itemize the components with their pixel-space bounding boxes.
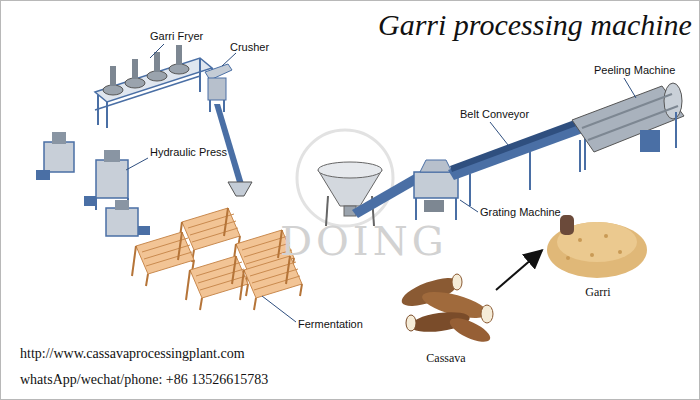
leader-line — [490, 122, 512, 150]
flow-arrow — [496, 250, 542, 290]
node-caption: Garri — [585, 285, 610, 299]
contact-url: http://www.cassavaprocessingplant.com — [20, 346, 245, 362]
part-label: Crusher — [230, 41, 269, 54]
part-label: Garri Fryer — [150, 30, 203, 43]
diagram-title: Garri processing machine — [378, 8, 692, 42]
watermark: DOING — [280, 218, 448, 264]
picture-node: Cassava — [396, 268, 496, 368]
contact-phone: whatsApp/wechat/phone: +86 13526615783 — [20, 372, 268, 388]
leader-line — [150, 44, 164, 58]
node-caption: Cassava — [426, 351, 465, 365]
part-label: Peeling Machine — [594, 64, 675, 77]
part-label: Hydraulic Press — [150, 146, 227, 159]
leader-line — [262, 296, 296, 322]
part-label: Belt Conveyor — [460, 108, 529, 121]
leader-line — [222, 53, 236, 66]
picture-node: Garri — [542, 208, 654, 302]
leader-line — [624, 78, 636, 98]
part-label: Fermentation — [298, 318, 363, 331]
leader-line — [126, 158, 148, 170]
part-label: Grating Machine — [480, 206, 561, 219]
leader-line — [460, 200, 478, 212]
